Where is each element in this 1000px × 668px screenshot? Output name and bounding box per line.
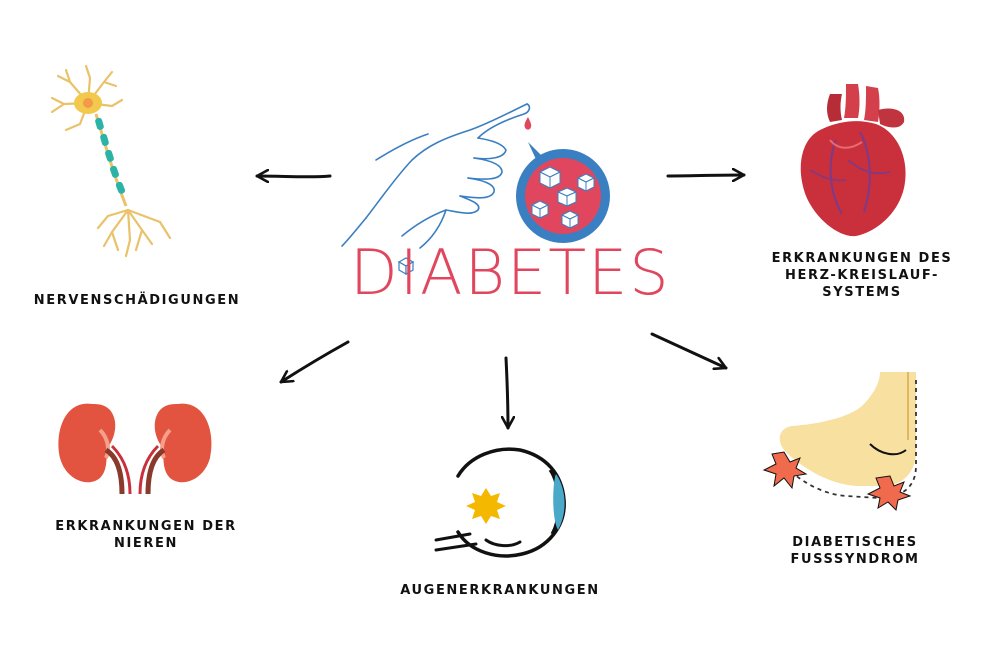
- label-nervenschaedigungen: NERVENSCHÄDIGUNGEN: [22, 292, 252, 309]
- label-nerves-text: NERVENSCHÄDIGUNGEN: [33, 293, 241, 308]
- arrow-to-eyes: [506, 356, 508, 430]
- label-heart-line3: SYSTEMS: [822, 285, 902, 300]
- sugar-cubes-circle: [516, 142, 610, 243]
- foot-icon: [762, 372, 917, 512]
- label-eyes-text: AUGENERKRANKUNGEN: [400, 583, 600, 598]
- diabetes-title: DIABETES: [350, 236, 671, 309]
- label-heart-line2: HERZ-KREISLAUF-: [785, 268, 939, 283]
- arrow-to-foot: [650, 332, 728, 368]
- label-augenerkrankungen: AUGENERKRANKUNGEN: [385, 582, 615, 599]
- kidneys-icon: [58, 403, 212, 495]
- hand-icon: [341, 103, 531, 249]
- label-foot-line1: DIABETISCHES: [792, 535, 918, 550]
- title-cube-icon: [397, 257, 415, 276]
- arrow-to-kidneys: [279, 340, 350, 384]
- sun-spot-icon: [466, 488, 506, 524]
- eye-icon: [434, 447, 566, 558]
- heart-icon: [800, 84, 906, 237]
- label-kidneys-line1: ERKRANKUNGEN DER: [55, 519, 237, 534]
- label-heart-line1: ERKRANKUNGEN DES: [771, 251, 953, 266]
- blood-drop-icon: [524, 117, 532, 130]
- label-herz-kreislauf: ERKRANKUNGEN DES HERZ-KREISLAUF- SYSTEMS: [762, 250, 962, 301]
- label-nieren: ERKRANKUNGEN DER NIEREN: [46, 518, 246, 552]
- label-fusssyndrom: DIABETISCHES FUSSSYNDROM: [760, 534, 950, 568]
- label-foot-line2: FUSSSYNDROM: [790, 552, 920, 567]
- label-kidneys-line2: NIEREN: [114, 536, 178, 551]
- arrow-to-nerves: [255, 176, 332, 177]
- arrow-to-heart: [666, 175, 746, 176]
- pain-burst-icon: [762, 451, 912, 512]
- neuron-icon: [50, 64, 172, 258]
- arrows: [255, 175, 746, 430]
